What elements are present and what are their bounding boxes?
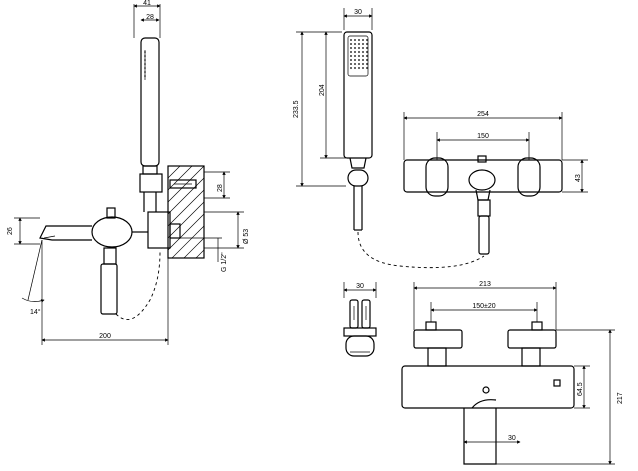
mixer-body-front bbox=[403, 159, 563, 193]
dim-bottom-depth: 64.5 bbox=[577, 382, 584, 396]
dim-handshower-head: 204 bbox=[319, 84, 326, 96]
right-knob-front bbox=[517, 157, 541, 197]
dim-mixer-width: 254 bbox=[477, 111, 489, 118]
dim-spout-length: 200 bbox=[99, 333, 111, 340]
handshower-nozzles-side bbox=[144, 51, 146, 77]
right-valve-top bbox=[507, 329, 557, 349]
dim-wall-depth: 28 bbox=[217, 184, 224, 192]
dim-mixer-height: 43 bbox=[575, 174, 582, 182]
handshower-front-view: 30 233.5 204 bbox=[293, 8, 485, 269]
dim-bracket-width: 30 bbox=[356, 283, 364, 290]
dim-left-height: 26 bbox=[7, 227, 14, 235]
dim-handshower-width: 30 bbox=[354, 9, 362, 16]
dim-bottom-mixer-width: 213 bbox=[479, 281, 491, 288]
bracket-base bbox=[345, 335, 375, 357]
dim-top-width: 41 bbox=[143, 0, 151, 7]
lever-handle-side bbox=[91, 216, 133, 248]
mixer-body-side bbox=[147, 211, 171, 249]
dim-inlet-spacing: 150 bbox=[477, 133, 489, 140]
dim-bottom-spout-width: 30 bbox=[508, 435, 516, 442]
dim-bottom-total-height: 217 bbox=[617, 392, 624, 404]
left-valve-top bbox=[413, 329, 463, 349]
handshower-nozzles-front bbox=[350, 39, 368, 69]
handshower-body-front bbox=[343, 31, 373, 159]
dim-thread: G 1/2" bbox=[221, 252, 228, 272]
spout-top bbox=[463, 408, 497, 465]
dim-top-inner: 28 bbox=[146, 14, 154, 21]
side-elevation-view: 41 28 26 28 Ø 53 G 1/2" 14° 200 bbox=[7, 0, 250, 345]
dim-pipe-diameter: Ø 53 bbox=[243, 229, 250, 244]
lever-handle-front bbox=[468, 169, 496, 191]
handshower-body-side bbox=[140, 37, 160, 167]
mixer-front-view: 254 150 43 bbox=[403, 111, 588, 255]
dim-bottom-inlet-spacing: 150±20 bbox=[472, 303, 495, 310]
left-knob-front bbox=[425, 157, 449, 197]
spout-side bbox=[39, 225, 92, 241]
dim-spout-angle: 14° bbox=[30, 308, 41, 316]
bracket-detail-view: 30 bbox=[343, 282, 377, 357]
dim-handshower-total: 233.5 bbox=[293, 100, 300, 118]
mixer-body-top bbox=[401, 365, 575, 409]
mixer-top-view: 213 150±20 64.5 217 30 bbox=[401, 281, 624, 465]
